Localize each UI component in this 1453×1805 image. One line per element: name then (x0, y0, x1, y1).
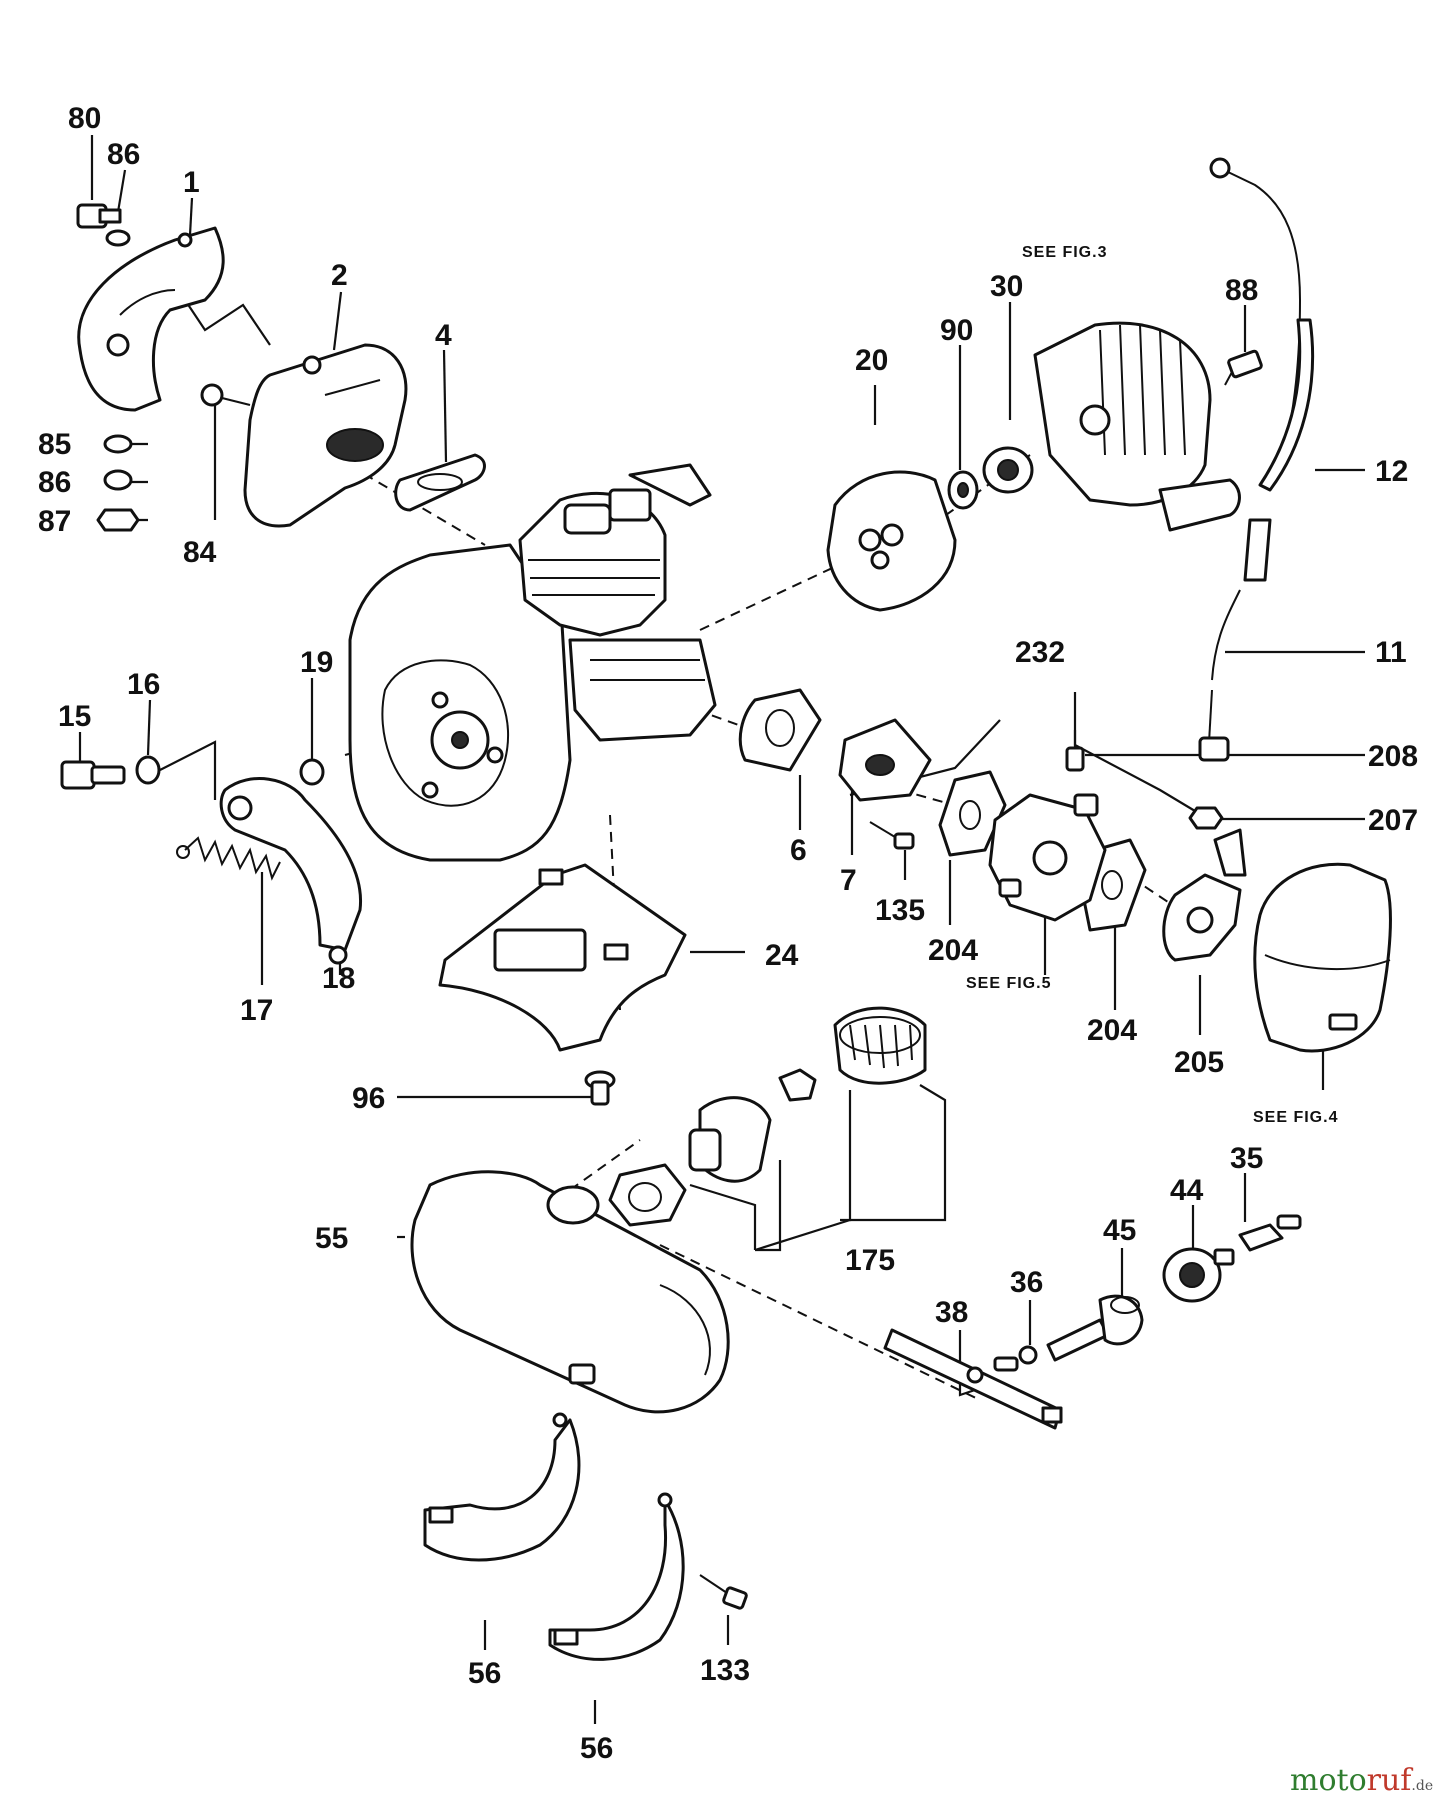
callout-30: 30 (990, 270, 1023, 303)
callout-16: 16 (127, 668, 160, 701)
part-38-bar (883, 1328, 1063, 1430)
part-96-screw (584, 1070, 616, 1106)
part-56-strap-b (548, 1492, 685, 1661)
engine-cylinder (518, 463, 717, 742)
carburetor (988, 793, 1107, 922)
callout-6: 6 (790, 834, 807, 867)
part-1-cover (77, 226, 225, 412)
part-205-plate (1162, 828, 1247, 962)
part-55-fuel-tank (410, 1170, 730, 1414)
callout-205: 205 (1174, 1046, 1224, 1079)
part-135-screw (869, 821, 915, 850)
figure-notes: SEE FIG.3 SEE FIG.5 SEE FIG.4 (966, 244, 1338, 1126)
callout-18: 18 (322, 962, 355, 995)
callout-38: 38 (935, 1296, 968, 1329)
callout-80: 80 (68, 102, 101, 135)
part-4-gasket (394, 453, 486, 512)
callout-labels: 80 86 1 2 4 84 85 86 87 20 90 30 88 12 1… (38, 102, 1418, 1765)
part-56-strap-a (423, 1412, 581, 1562)
callout-20: 20 (855, 344, 888, 377)
note-see-fig-4: SEE FIG.4 (1253, 1109, 1338, 1126)
note-see-fig-3: SEE FIG.3 (1022, 244, 1107, 261)
part-30-bearing (982, 446, 1034, 494)
starter-housing (1033, 321, 1241, 532)
callout-19: 19 (300, 646, 333, 679)
part-86-washer (103, 229, 133, 491)
part-2-muffler (243, 343, 408, 528)
part-204-gasket-a (938, 770, 1007, 857)
part-16-washer (135, 755, 161, 785)
note-see-fig-5: SEE FIG.5 (966, 975, 1051, 992)
part-175-assembly (608, 1006, 927, 1227)
callout-88: 88 (1225, 274, 1258, 307)
callout-86: 86 (38, 466, 71, 499)
callout-44: 44 (1170, 1174, 1204, 1207)
part-88-screw (1224, 349, 1263, 386)
callout-208: 208 (1368, 740, 1418, 773)
callout-86: 86 (107, 138, 140, 171)
part-15-bolt (60, 760, 126, 790)
part-24-bracket (438, 863, 687, 1052)
callout-87: 87 (38, 505, 71, 538)
watermark-part-1: moto (1290, 1763, 1367, 1798)
callout-204: 204 (1087, 1014, 1137, 1047)
part-87-nut (96, 508, 140, 532)
callout-133: 133 (700, 1654, 750, 1687)
callout-4: 4 (435, 319, 452, 352)
callout-36: 36 (1010, 1266, 1043, 1299)
part-18-pawl (219, 777, 363, 965)
part-35-pin (1238, 1214, 1302, 1252)
callout-24: 24 (765, 939, 799, 972)
callout-2: 2 (331, 259, 348, 292)
watermark-logo: motoruf.de (1290, 1763, 1433, 1798)
part-232-spring (1065, 746, 1085, 772)
part-45-shaft (1046, 1294, 1144, 1362)
callout-56: 56 (580, 1732, 613, 1765)
callout-45: 45 (1103, 1214, 1136, 1247)
callout-232: 232 (1015, 636, 1065, 669)
part-84-screw (200, 383, 251, 407)
part-36-washer (993, 1345, 1038, 1372)
part-11-cable-sleeve (1207, 518, 1272, 761)
part-208-fitting (1198, 736, 1230, 762)
callout-96: 96 (352, 1082, 385, 1115)
part-207-nut (1188, 806, 1224, 830)
callout-1: 1 (183, 166, 200, 199)
callout-207: 207 (1368, 804, 1418, 837)
callout-12: 12 (1375, 455, 1408, 488)
part-19-washer (299, 758, 325, 786)
callout-56: 56 (468, 1657, 501, 1690)
part-7-intake (838, 718, 932, 802)
part-44-drum (1162, 1247, 1235, 1303)
callout-7: 7 (840, 864, 857, 897)
watermark-part-2: ruf (1367, 1763, 1414, 1798)
callout-204: 204 (928, 934, 978, 967)
part-80-bolt (76, 203, 122, 229)
part-133-screw (699, 1574, 748, 1610)
callout-15: 15 (58, 700, 91, 733)
callout-84: 84 (183, 536, 217, 569)
part-12-throttle-cable (1209, 157, 1315, 492)
engine-crankcase (348, 543, 572, 862)
callout-175: 175 (845, 1244, 895, 1277)
air-filter-cover (1253, 862, 1392, 1053)
part-90-washer (947, 470, 979, 510)
part-20-flywheel-cover (826, 470, 957, 612)
callout-135: 135 (875, 894, 925, 927)
callout-55: 55 (315, 1222, 348, 1255)
watermark-suffix: .de (1411, 1778, 1433, 1794)
callout-90: 90 (940, 314, 973, 347)
callout-11: 11 (1375, 636, 1407, 669)
svg-text:motoruf.de: motoruf.de (1290, 1763, 1433, 1798)
callout-85: 85 (38, 428, 71, 461)
callout-35: 35 (1230, 1142, 1263, 1175)
part-17-spring (176, 836, 281, 881)
part-6-gasket (738, 688, 822, 772)
callout-17: 17 (240, 994, 273, 1027)
